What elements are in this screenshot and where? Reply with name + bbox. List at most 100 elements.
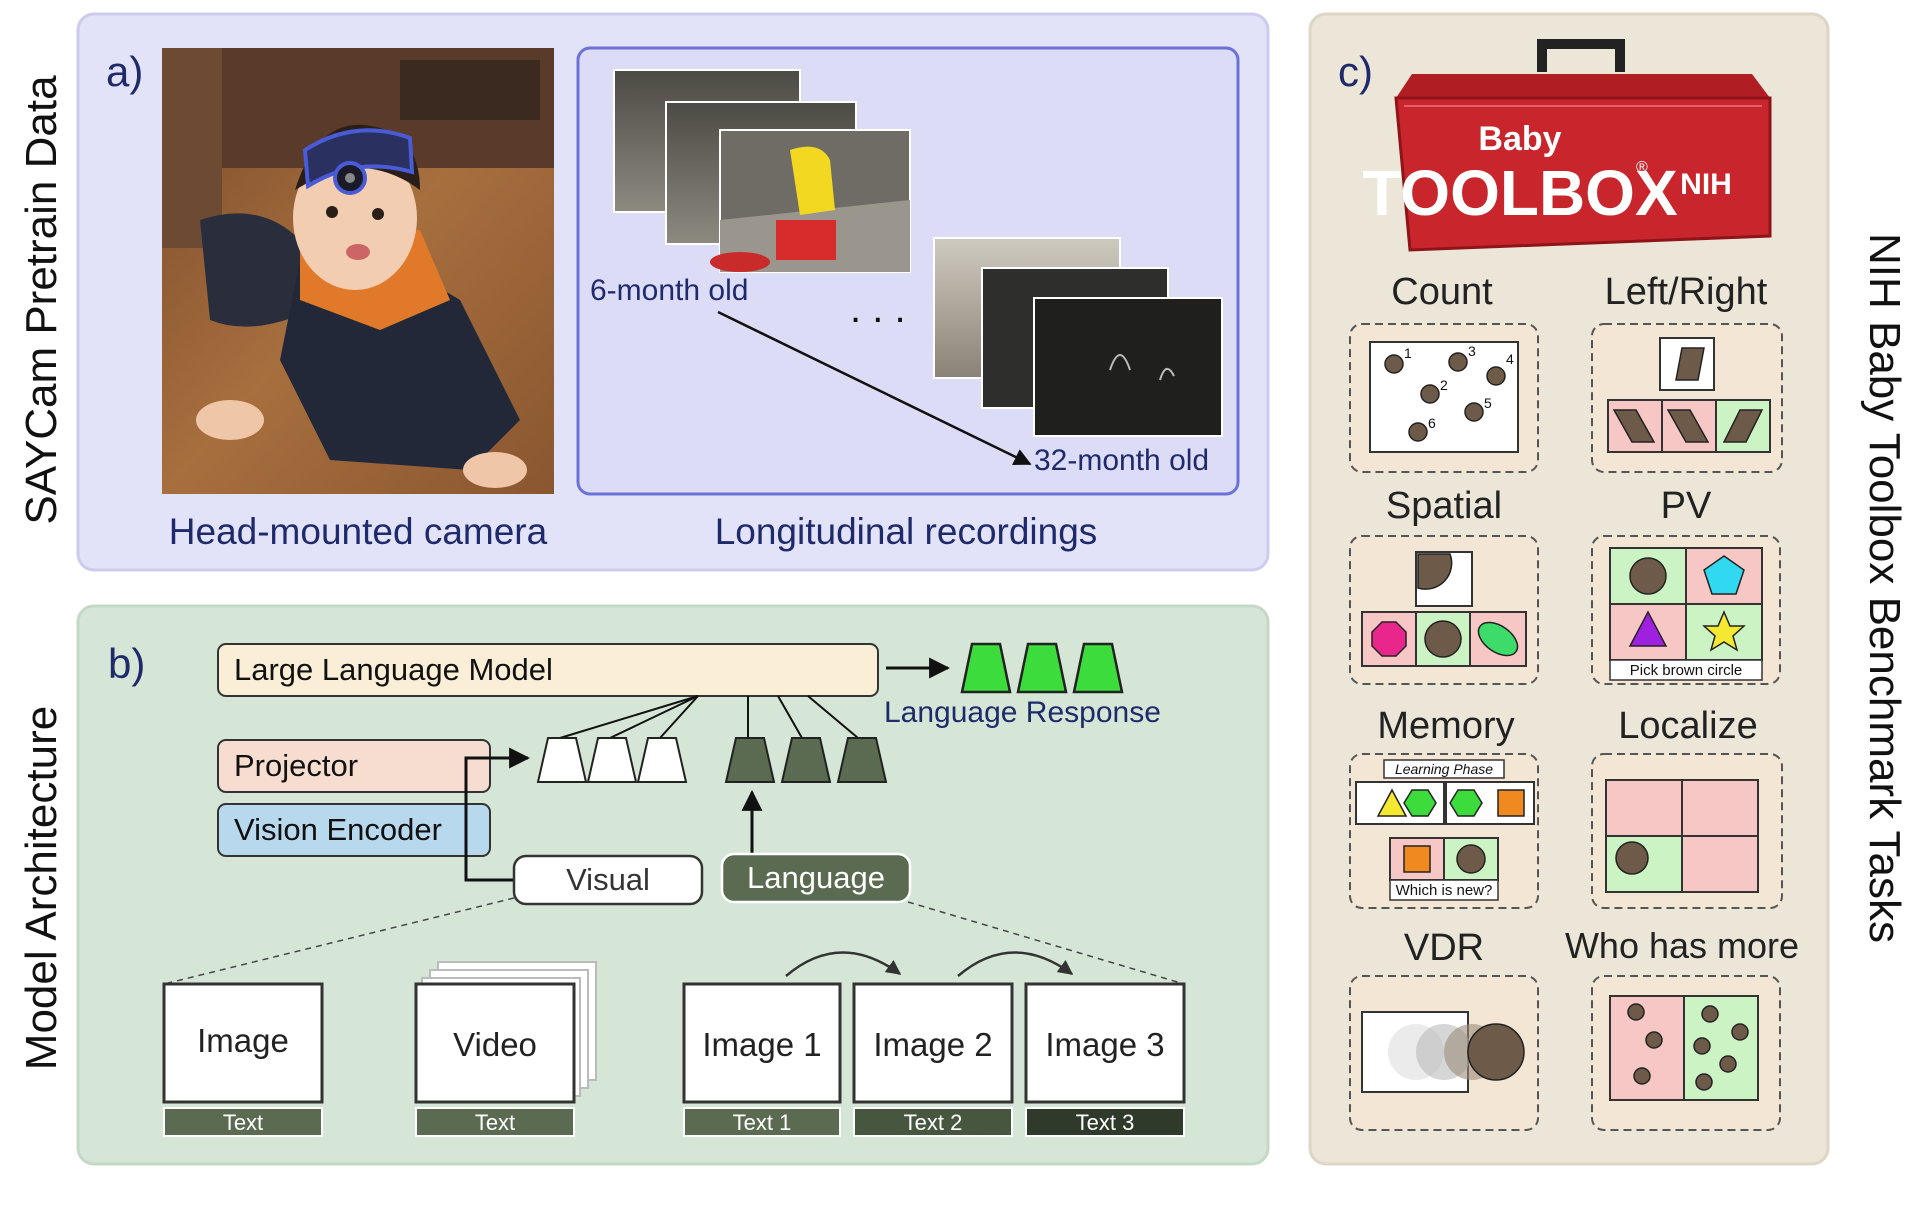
- response-tokens: [960, 642, 1124, 694]
- input-image-1-text-bar: [683, 1107, 841, 1137]
- leftright-card: [1591, 323, 1783, 473]
- task-spatial-title: Spatial: [1386, 485, 1502, 527]
- response-token: [1072, 642, 1124, 694]
- task-vdr-title: VDR: [1404, 927, 1484, 969]
- language-label: Language: [747, 860, 885, 895]
- encoder-box: [217, 803, 491, 857]
- toolbox-handle: [1537, 39, 1625, 72]
- panel-b-letter: b): [108, 640, 145, 687]
- panel-b-side-label: Model Architecture: [17, 706, 66, 1070]
- count-number: 1: [1404, 345, 1412, 361]
- input-image-3-title: Image 3: [1045, 1026, 1164, 1063]
- toolbox-reg-mark: ®: [1636, 159, 1648, 176]
- input-image-text-bar: [163, 1107, 323, 1137]
- baby-photo: [162, 48, 554, 494]
- llm-label: Large Language Model: [234, 652, 553, 687]
- visual-token: [586, 737, 638, 783]
- age-end-label: 32-month old: [1034, 444, 1209, 477]
- visual-pill: [512, 854, 704, 906]
- input-image-2-text: Text 2: [904, 1110, 963, 1135]
- input-image-1-frame: [682, 982, 842, 1104]
- toolbox-baby-label: Baby: [1478, 120, 1561, 158]
- token-connectors: [559, 695, 859, 739]
- toolbox-nih-label: NIH: [1680, 168, 1732, 201]
- language-tokens: [724, 737, 888, 783]
- task-whohasmore-title: Who has more: [1565, 925, 1799, 966]
- whohasmore-card: [1591, 975, 1781, 1131]
- response-token: [1016, 642, 1068, 694]
- input-image-1-title: Image 1: [702, 1026, 821, 1063]
- memory-question-label: Which is new?: [1396, 882, 1493, 899]
- projector-label: Projector: [234, 748, 358, 783]
- input-image-3-text-bar: [1025, 1107, 1185, 1137]
- input-image-2-text-bar: [853, 1107, 1013, 1137]
- language-token: [836, 737, 888, 783]
- spatial-card: [1349, 535, 1539, 685]
- input-image-1: Image 1 Text 1: [682, 982, 842, 1137]
- vdr-card: [1349, 975, 1539, 1131]
- input-image-3-text: Text 3: [1076, 1110, 1135, 1135]
- visual-path-arrow: [464, 747, 531, 882]
- count-number: 3: [1468, 343, 1476, 359]
- input-image-2: Image 2 Text 2: [852, 982, 1014, 1137]
- count-number: 5: [1484, 395, 1492, 411]
- input-video-frame: [414, 982, 576, 1104]
- input-video-title: Video: [453, 1026, 537, 1063]
- pv-card: Pick brown circle: [1591, 535, 1781, 685]
- panel-a-letter: a): [106, 48, 143, 95]
- task-pv-title: PV: [1661, 485, 1712, 527]
- task-leftright-title: Left/Right: [1605, 271, 1768, 313]
- toolbox-title-label: TOOLBOX: [1362, 157, 1678, 229]
- memory-phase-label: Learning Phase: [1395, 761, 1493, 777]
- head-camera-caption: Head-mounted camera: [169, 511, 548, 552]
- visual-tokens: [536, 737, 688, 783]
- early-frames: [613, 69, 911, 273]
- panel-b: Model Architecture b) Large Language Mod…: [17, 604, 1270, 1166]
- input-image-text: Text: [223, 1110, 263, 1135]
- late-frames: [933, 237, 1223, 437]
- sequence-arrow-2: [957, 951, 1074, 977]
- response-label: Language Response: [884, 696, 1161, 729]
- task-count-title: Count: [1391, 271, 1493, 313]
- task-localize-title: Localize: [1618, 705, 1757, 747]
- timeline-arrow: [717, 310, 1032, 466]
- visual-token: [536, 737, 588, 783]
- input-video-text: Text: [475, 1110, 515, 1135]
- input-image-frame: [162, 982, 324, 1104]
- recordings-caption: Longitudinal recordings: [715, 511, 1098, 552]
- input-image-3: Image 3 Text 3: [1024, 982, 1186, 1137]
- input-image-3-frame: [1024, 982, 1186, 1104]
- visual-label: Visual: [566, 862, 650, 897]
- visual-expansion-line: [163, 897, 515, 985]
- panel-c: NIH Baby Toolbox Benchmark Tasks c) Baby…: [1308, 12, 1908, 1166]
- panel-a-side-label: SAYCam Pretrain Data: [17, 75, 66, 525]
- ellipsis: . . .: [850, 287, 906, 331]
- sequence-arrow-1: [785, 951, 902, 977]
- encoder-label: Vision Encoder: [234, 812, 442, 847]
- task-memory-title: Memory: [1377, 705, 1514, 747]
- age-start-label: 6-month old: [590, 274, 748, 307]
- language-pill: [720, 852, 912, 904]
- count-number: 4: [1506, 351, 1514, 367]
- input-image-title: Image: [197, 1022, 289, 1059]
- response-token: [960, 642, 1012, 694]
- visual-token: [636, 737, 688, 783]
- count-number: 2: [1440, 377, 1448, 393]
- language-token: [780, 737, 832, 783]
- panel-c-side-label: NIH Baby Toolbox Benchmark Tasks: [1860, 233, 1908, 943]
- language-token: [724, 737, 776, 783]
- input-image-2-frame: [852, 982, 1014, 1104]
- count-number: 6: [1428, 415, 1436, 431]
- input-image-2-title: Image 2: [873, 1026, 992, 1063]
- count-card: 1 2 3 4 5 6: [1349, 323, 1539, 473]
- projector-box: [217, 739, 491, 793]
- input-video-text-bar: [415, 1107, 575, 1137]
- localize-card: [1591, 753, 1783, 909]
- toolbox-logo: Baby TOOLBOX ® NIH: [1362, 39, 1772, 252]
- llm-box: [217, 643, 879, 697]
- panel-a: SAYCam Pretrain Data a) Head-mounted cam…: [17, 12, 1270, 572]
- panel-c-letter: c): [1338, 48, 1373, 95]
- language-expansion-line: [907, 901, 1185, 985]
- memory-card: Learning Phase Which is new?: [1349, 753, 1539, 909]
